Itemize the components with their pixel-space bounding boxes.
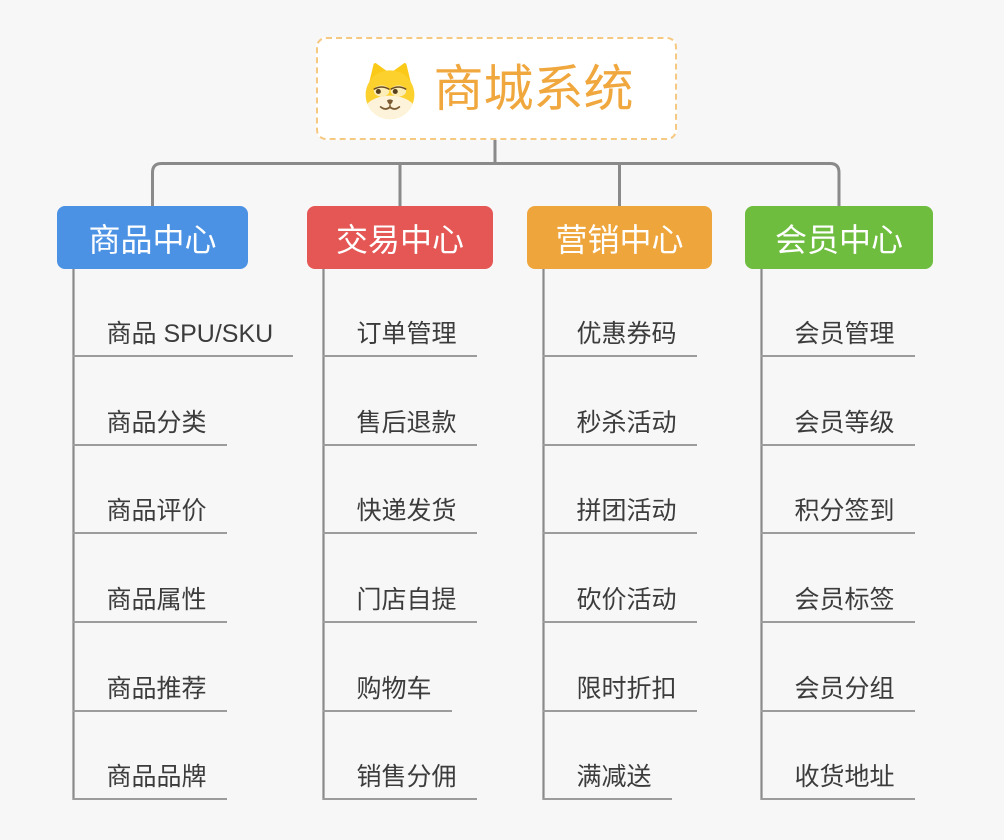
leaf-node-product-center-4[interactable]: 商品推荐 [72,674,227,712]
branch-node-label: 会员中心 [774,221,903,258]
leaf-node-product-center-3[interactable]: 商品属性 [72,585,227,623]
leaf-node-trade-center-5[interactable]: 销售分佣 [322,762,477,801]
leaf-node-marketing-center-5[interactable]: 满减送 [542,762,672,801]
leaf-node-trade-center-1[interactable]: 售后退款 [322,408,477,446]
leaf-node-member-center-1[interactable]: 会员等级 [760,408,915,446]
branch-node-label: 商品中心 [88,221,217,258]
leaf-node-member-center-5[interactable]: 收货地址 [760,762,915,801]
leaf-node-trade-center-3[interactable]: 门店自提 [322,585,477,623]
branch-node-label: 营销中心 [555,221,684,258]
leaf-node-member-center-3[interactable]: 会员标签 [760,585,915,623]
leaf-node-product-center-1[interactable]: 商品分类 [72,408,227,446]
leaf-node-product-center-5[interactable]: 商品品牌 [72,762,227,801]
branch-node-member-center[interactable]: 会员中心 [745,206,933,269]
branch-node-product-center[interactable]: 商品中心 [57,206,248,269]
leaf-node-trade-center-0[interactable]: 订单管理 [322,319,477,357]
leaf-node-trade-center-2[interactable]: 快递发货 [322,496,477,535]
leaf-node-product-center-0[interactable]: 商品 SPU/SKU [72,319,294,357]
dog-face-icon [360,60,420,120]
leaf-node-member-center-0[interactable]: 会员管理 [760,319,915,357]
branch-node-marketing-center[interactable]: 营销中心 [527,206,712,269]
branch-node-label: 交易中心 [335,221,464,258]
root-node-label: 商城系统 [433,60,634,117]
root-node-mall-system[interactable]: 商城系统 [316,37,677,140]
leaf-node-trade-center-4[interactable]: 购物车 [322,674,452,712]
leaf-node-marketing-center-2[interactable]: 拼团活动 [542,496,697,535]
leaf-node-marketing-center-1[interactable]: 秒杀活动 [542,408,697,446]
leaf-node-marketing-center-4[interactable]: 限时折扣 [542,674,697,712]
leaf-node-product-center-2[interactable]: 商品评价 [72,496,227,535]
leaf-node-marketing-center-0[interactable]: 优惠券码 [542,319,697,357]
leaf-node-member-center-2[interactable]: 积分签到 [760,496,915,535]
branch-node-trade-center[interactable]: 交易中心 [307,206,493,269]
leaf-node-member-center-4[interactable]: 会员分组 [760,674,915,712]
leaf-node-marketing-center-3[interactable]: 砍价活动 [542,585,697,623]
